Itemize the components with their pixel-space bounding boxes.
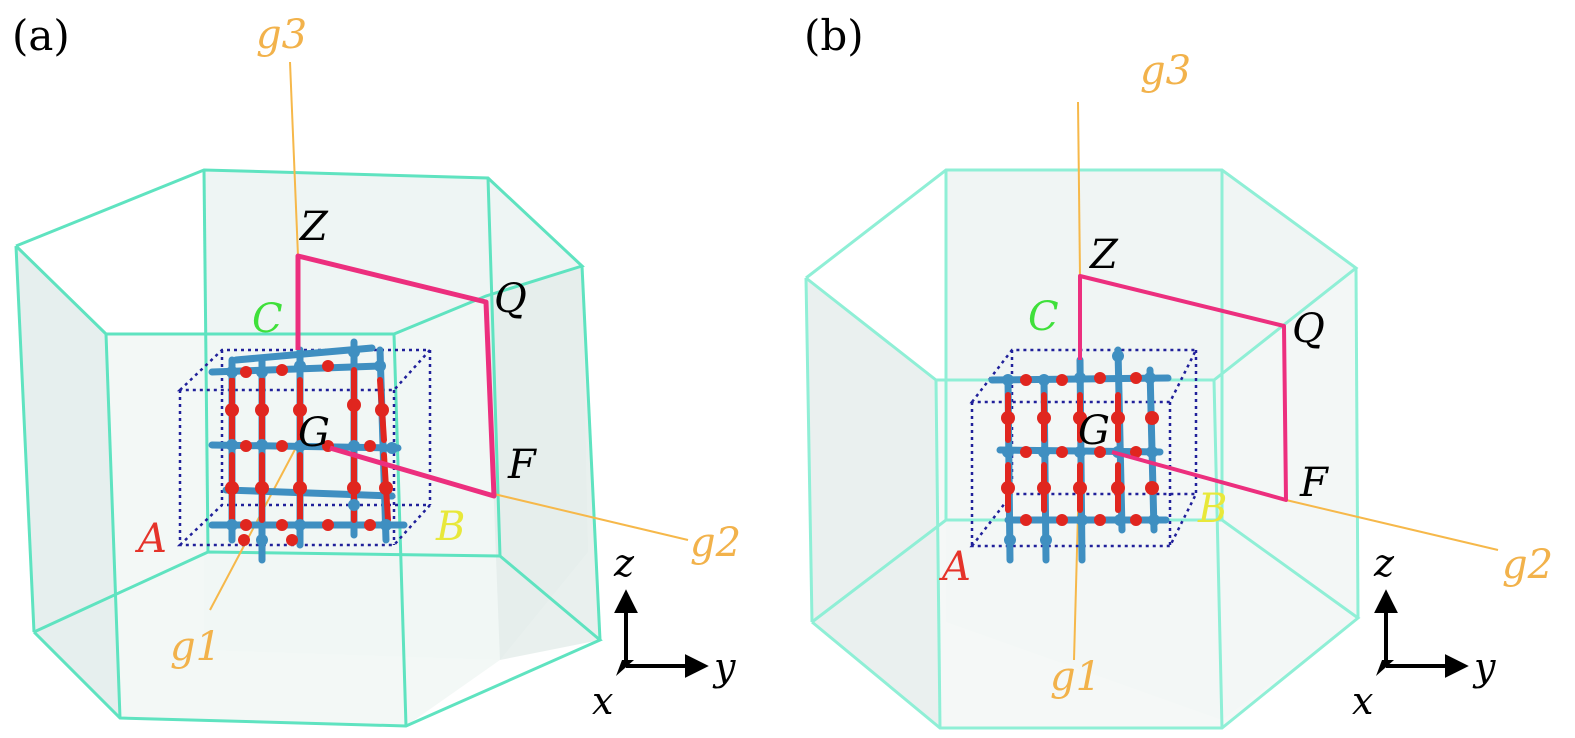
- bz-edge-3-b: [1212, 379, 1224, 729]
- bz-edge-3-a: [392, 333, 408, 727]
- point-label-g-b: G: [1078, 408, 1110, 454]
- bz-face-left-b: [806, 278, 940, 728]
- panel-label-b: (b): [804, 11, 864, 60]
- bz-edge-4-a: [580, 265, 602, 641]
- panel-label-a: (a): [12, 11, 70, 60]
- axis-label-g1-b: g1: [1050, 654, 1101, 700]
- coord-label-y-a: y: [712, 645, 736, 689]
- coordinate-triad-b: z y x: [1352, 541, 1496, 723]
- bz-face-left-a: [16, 246, 120, 718]
- point-label-q-a: Q: [494, 276, 527, 322]
- bz-edge-1-a: [14, 245, 36, 633]
- point-label-c-a: C: [252, 296, 283, 342]
- point-label-z-a: Z: [298, 204, 329, 250]
- g2-axis-line-b: [1285, 499, 1499, 551]
- point-label-z-b: Z: [1088, 232, 1119, 278]
- point-label-f-b: F: [1299, 460, 1329, 506]
- point-label-q-b: Q: [1292, 306, 1325, 352]
- point-label-a-b: A: [938, 544, 971, 590]
- point-label-b-b: B: [1197, 486, 1227, 532]
- coord-label-z-a: z: [613, 541, 635, 585]
- axis-label-g2-a: g2: [690, 520, 741, 566]
- bz-edge-5-a: [202, 169, 210, 553]
- point-label-a-a: A: [134, 516, 167, 562]
- bz-edge-2-a: [104, 333, 122, 719]
- point-label-f-a: F: [507, 442, 537, 488]
- axis-label-g1-a: g1: [170, 624, 221, 670]
- k-path-a: [295, 253, 497, 499]
- coord-label-x-a: x: [592, 679, 613, 723]
- bz-edge-1-b: [804, 277, 814, 623]
- point-label-g-a: G: [298, 410, 330, 456]
- bz-top-a: [14, 168, 585, 336]
- axis-label-g3-b: g3: [1140, 48, 1191, 94]
- coord-label-x-b: x: [1352, 679, 1373, 723]
- k-path-b: [1078, 274, 1288, 502]
- point-label-c-b: C: [1028, 294, 1059, 340]
- crystal-structure-b: [988, 346, 1172, 564]
- coord-label-z-b: z: [1373, 541, 1395, 585]
- bz-face-right-a: [486, 266, 600, 660]
- g2-axis-line-a: [493, 493, 689, 541]
- bz-edge-6-a: [486, 177, 502, 557]
- g3-axis-line-b: [1077, 101, 1081, 277]
- bz-edge-2-b: [934, 379, 942, 729]
- g3-axis-line-a: [289, 61, 299, 257]
- coord-label-y-b: y: [1472, 645, 1496, 689]
- panel-b: (b): [804, 11, 1553, 730]
- axis-label-g2-b: g2: [1502, 542, 1553, 588]
- coordinate-triad-a: z y x: [592, 541, 736, 723]
- panel-a: (a): [12, 11, 741, 728]
- brillouin-zone-b: [804, 168, 1361, 730]
- axis-label-g3-a: g3: [256, 12, 307, 58]
- bz-edge-4-b: [1354, 267, 1360, 619]
- point-label-b-a: B: [435, 504, 465, 550]
